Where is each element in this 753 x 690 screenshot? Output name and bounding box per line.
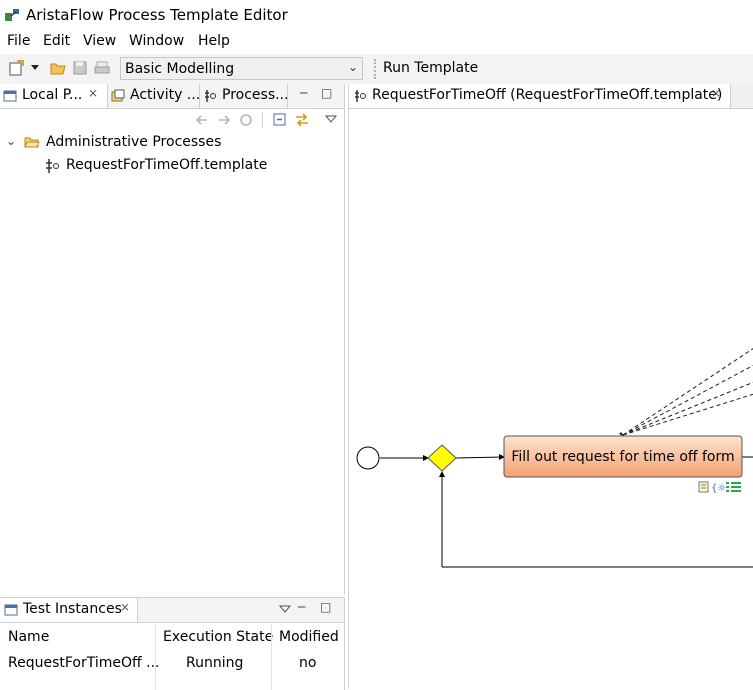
activity-icon [111, 89, 125, 102]
tab-activity-label: Activity ... [130, 87, 200, 103]
view-menu-icon[interactable] [325, 114, 341, 130]
activity-label: Fill out request for time off form [511, 449, 735, 465]
folder-view-icon [3, 90, 17, 102]
chevron-down-icon[interactable]: ⌄ [6, 134, 17, 148]
menu-file[interactable]: File [7, 33, 31, 49]
loop-gateway[interactable] [427, 444, 457, 472]
control-edges [380, 454, 753, 568]
editor-tab-label: RequestForTimeOff (RequestForTimeOff.tem… [372, 87, 723, 103]
toolbar-separator [374, 59, 378, 79]
data-list-icon [726, 482, 741, 492]
window-title: AristaFlow Process Template Editor [26, 6, 288, 24]
tree-folder-label: Administrative Processes [46, 134, 222, 150]
collapse-all-icon[interactable] [272, 112, 288, 128]
menu-window[interactable]: Window [129, 33, 185, 49]
perspective-select-value: Basic Modelling [125, 61, 235, 77]
column-divider [155, 624, 156, 690]
column-divider [271, 624, 272, 690]
activity-node[interactable] [503, 435, 743, 478]
tab-process-label: Process... [222, 87, 288, 103]
form-icon [698, 481, 709, 493]
new-icon[interactable] [8, 60, 24, 76]
tab-test-instances[interactable]: Test Instances ⨯ [0, 598, 138, 622]
data-edges [619, 348, 753, 437]
table-view-icon [4, 604, 18, 616]
menu-edit[interactable]: Edit [43, 33, 71, 49]
start-node[interactable] [356, 446, 380, 470]
parameters-icon: {☼} [711, 483, 733, 494]
home-icon[interactable] [238, 112, 254, 128]
view-menu-icon[interactable] [279, 604, 291, 614]
test-instances-pane: Test Instances ⨯ ─ □ Name Execution Stat… [0, 597, 345, 690]
back-icon[interactable] [194, 112, 210, 128]
row-name: RequestForTimeOff ... [8, 655, 160, 671]
title-bar: AristaFlow Process Template Editor [0, 0, 753, 30]
app-logo-icon [5, 9, 19, 21]
process-template-icon [46, 159, 59, 173]
editor-tab-row: RequestForTimeOff (RequestForTimeOff.tem… [349, 84, 753, 109]
minimize-icon[interactable]: ─ [300, 86, 308, 100]
link-with-editor-icon[interactable] [294, 112, 310, 128]
svg-text:{☼}: {☼} [711, 483, 733, 494]
tab-activity[interactable]: Activity ... [108, 84, 200, 108]
menu-bar: File Edit View Window Help [0, 30, 753, 54]
tab-local-processes-label: Local P... [22, 87, 83, 103]
tab-request-for-time-off[interactable]: RequestForTimeOff (RequestForTimeOff.tem… [349, 84, 731, 108]
new-dropdown-icon[interactable] [30, 64, 46, 80]
maximize-icon[interactable]: □ [320, 600, 332, 614]
process-template-icon [355, 90, 366, 102]
print-icon[interactable] [94, 60, 110, 76]
navigator-tab-row: Local P... ⨯ Activity ... Process... ─ □ [0, 84, 344, 109]
perspective-select[interactable]: Basic Modelling ⌄ [120, 57, 363, 80]
menu-view[interactable]: View [83, 33, 117, 49]
main-toolbar: Basic Modelling ⌄ Run Template [0, 54, 753, 84]
process-graph-canvas[interactable]: {☼} [349, 108, 753, 689]
process-icon [205, 90, 216, 102]
test-instances-tab-row: Test Instances ⨯ ─ □ [0, 598, 344, 623]
tab-process[interactable]: Process... [200, 84, 288, 108]
row-execution-state: Running [186, 655, 244, 671]
run-template-button[interactable]: Run Template [383, 60, 479, 76]
save-icon[interactable] [72, 60, 88, 76]
column-header-execution-state[interactable]: Execution State [163, 629, 274, 645]
maximize-icon[interactable]: □ [321, 86, 333, 100]
chevron-down-icon: ⌄ [347, 60, 358, 74]
column-header-modified[interactable]: Modified [279, 629, 339, 645]
view-toolbar-separator [262, 112, 263, 128]
open-folder-icon[interactable] [50, 60, 66, 76]
table-row[interactable]: RequestForTimeOff ... Running no [0, 650, 344, 676]
close-icon[interactable]: ⨯ [88, 86, 99, 100]
menu-help[interactable]: Help [198, 33, 230, 49]
navigator-pane: Local P... ⨯ Activity ... Process... ─ □ [0, 84, 345, 594]
navigator-view-toolbar [0, 108, 344, 132]
process-editor: RequestForTimeOff (RequestForTimeOff.tem… [348, 84, 753, 689]
column-header-name[interactable]: Name [8, 629, 50, 645]
minimize-icon[interactable]: ─ [298, 600, 306, 614]
forward-icon[interactable] [216, 112, 232, 128]
tab-local-processes[interactable]: Local P... ⨯ [0, 84, 108, 108]
close-icon[interactable]: ⨯ [120, 600, 131, 614]
tree-file-label: RequestForTimeOff.template [66, 157, 268, 173]
tab-test-instances-label: Test Instances [23, 601, 122, 617]
row-modified: no [299, 655, 317, 671]
close-icon[interactable]: ⨯ [711, 86, 722, 100]
folder-open-icon [24, 137, 40, 148]
